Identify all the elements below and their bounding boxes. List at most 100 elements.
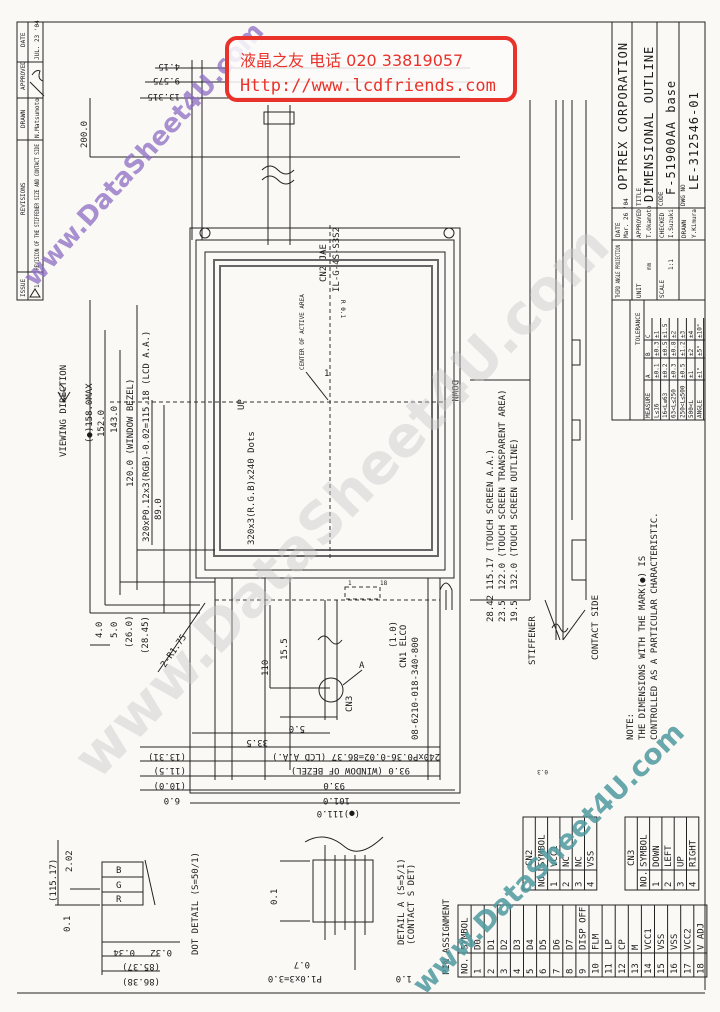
pin-symbol: NC: [574, 856, 584, 867]
dwg-no-label: DWG NO: [680, 184, 687, 206]
dim-13-31: (13.31): [148, 751, 186, 761]
pin-number: 3: [574, 882, 584, 887]
tolerance-cell: ±0.5: [662, 341, 669, 356]
pin-symbol: D1: [487, 939, 497, 950]
dim-4-0: 4.0: [95, 622, 105, 638]
dim-200: 200.0: [80, 121, 90, 148]
mounting-hole: [199, 227, 211, 239]
detail-a-dim-1-0: 1.0: [396, 973, 412, 983]
connector-area: 1 18 (1.0) CN1 ELCO 08-6210-018-340-800 …: [261, 580, 421, 740]
pin-symbol: CP: [618, 939, 628, 950]
dim-89: 89.0: [154, 498, 164, 520]
tolerance-cell: ANGLE: [697, 400, 704, 418]
pin-symbol: VCC2: [683, 928, 693, 950]
dim-11-5: (11.5): [153, 765, 186, 775]
pin-symbol: D0: [474, 939, 484, 950]
pin-no-header: NO.: [537, 871, 547, 887]
dot-b: B: [116, 866, 121, 876]
banner-phone: 液晶之友 电话 020 33819057: [240, 51, 463, 70]
tolerance-cell: ±2: [671, 330, 678, 338]
pin-symbol: DISP OFF: [578, 907, 588, 950]
rev-issue-label: ISSUE: [20, 279, 27, 297]
pin-symbol: V ADJ: [696, 923, 706, 950]
pin-table-title: CN3: [627, 850, 637, 866]
tolerance-cell: ±0.1: [654, 363, 661, 378]
pin-number: 5: [526, 969, 536, 974]
dim-26: (26.0): [125, 615, 135, 648]
pin-no-header: NO.: [461, 958, 471, 974]
dim-lcd-aa-vertical: 320xP0.12x3(RGB)-0.02=115.18 (LCD A.A.): [142, 331, 152, 542]
product-code: F-51900AA base: [664, 80, 678, 195]
dim-152: 152.0: [97, 410, 107, 437]
date-label: DATE: [615, 222, 622, 237]
tolerance-table: TOLERANCEMEASUREABCL≤16±0.1±0.3±116<L≤63…: [629, 299, 706, 421]
projection-label: THIRD ANGLE PROJECTION: [615, 245, 622, 298]
dim-120-window-bezel: 120.0 (WINDOW BEZEL): [126, 379, 136, 487]
pin-number: 16: [670, 963, 680, 974]
center-mark-label: 1: [324, 369, 329, 379]
unit-value: mm: [646, 262, 653, 270]
pin-number: 4: [513, 969, 523, 974]
rev-date-label: DATE: [20, 32, 27, 47]
pin-symbol: D3: [513, 939, 523, 950]
cn2-label: CN2 JAE: [319, 244, 329, 282]
banner-url: Http://www.lcdfriends.com: [240, 76, 496, 96]
note: NOTE: THE DIMENSIONS WITH THE MARK(●) IS…: [626, 512, 660, 740]
revisions-title: REVISIONS: [20, 182, 27, 215]
rev-description: REVISION OF THE STIFFENER SIZE AND CONTA…: [34, 144, 41, 270]
pin-number: 4: [587, 882, 597, 887]
dim-93: 93.0: [323, 780, 345, 790]
pin-number: 8: [565, 969, 575, 974]
pin-number: 3: [676, 882, 686, 887]
dot-dim-0-1: 0.1: [63, 916, 73, 932]
cn1-connector: [344, 586, 381, 600]
corner-radius-label: R 0.1: [339, 300, 346, 318]
mounting-hole: [443, 227, 455, 239]
pin-symbol: VSS: [670, 934, 680, 950]
tolerance-cell: 63<L≤250: [671, 389, 678, 418]
left-dimensions: (●)158.0MAX 152.0 143.0 120.0 (WINDOW BE…: [57, 300, 215, 673]
tolerance-cell: ±1: [654, 330, 661, 338]
code-label: CODE: [658, 191, 665, 206]
pin-table-title: CN2: [525, 850, 535, 866]
detail-a-marker: A: [359, 661, 365, 671]
dim-15-5: 15.5: [280, 638, 290, 660]
pin-number: 3: [500, 969, 510, 974]
pin-symbol: D5: [539, 939, 549, 950]
pin-symbol-header: SYMBOL: [461, 917, 471, 950]
pin-number: 1: [474, 969, 484, 974]
checked-label: CHECKED: [659, 212, 666, 238]
pin-number: 1: [550, 882, 560, 887]
dim-111: (●)111.0: [317, 808, 360, 818]
dot-dim-0-32: 0.32: [150, 947, 172, 957]
note-title: NOTE:: [626, 713, 636, 740]
pin-symbol: D4: [526, 939, 536, 950]
pin-symbol: NC: [562, 856, 572, 867]
tolerance-cell: ±3: [679, 330, 686, 338]
down-label: DOWN: [449, 380, 459, 402]
dim-5-0-lower: 5.0: [289, 723, 305, 733]
pin-number: 10: [592, 963, 602, 974]
dim-110: 110: [261, 660, 271, 676]
pin-number: 7: [552, 969, 562, 974]
cn1-pin18-label: 18: [380, 580, 388, 587]
pin-number: 15: [657, 963, 667, 974]
pin-symbol: FLM: [592, 933, 602, 950]
dot-dim-0-34: 0.34: [113, 947, 135, 957]
dot-dim-115-17: (115.17): [49, 859, 59, 902]
pin-no-header: NO.: [639, 871, 649, 887]
tolerance-header: B: [645, 352, 652, 356]
dim-19-5: 19.5: [510, 600, 520, 622]
dot-g: G: [116, 881, 121, 891]
dim-13-315: 13.315: [147, 91, 180, 101]
dim-lcd-aa-horizontal: 240xP0.36-0.02=86.37 (LCD A.A.): [272, 751, 440, 761]
detail-a-subtitle: (CONTACT S DET): [407, 864, 417, 945]
dim-touch-screen-transparent: 122.0 (TOUCH SCREEN TRANSPARENT AREA): [498, 390, 508, 590]
drawn-label: DRAWN: [681, 220, 688, 238]
tolerance-cell: ±0.2: [662, 363, 669, 378]
viewing-direction-label: VIEWING DIRECTION: [59, 365, 69, 457]
detail-a-pitch: P1.0x3=3.0: [268, 973, 322, 983]
